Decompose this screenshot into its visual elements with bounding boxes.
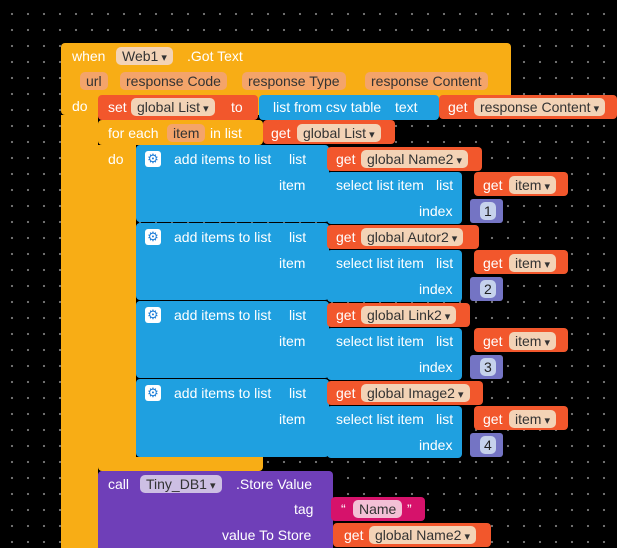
add-items-label: add items to list: [174, 385, 272, 401]
get-label: get: [483, 333, 503, 349]
add-items-to-list-block-1[interactable]: [136, 145, 329, 222]
item-label: item: [279, 333, 306, 349]
item-label: item: [279, 255, 306, 271]
index-value-3[interactable]: 3: [480, 358, 496, 376]
get-item-dropdown[interactable]: item: [509, 410, 557, 428]
index-value-4[interactable]: 4: [480, 436, 496, 454]
event-block-arm: [61, 115, 98, 548]
list-label: list: [289, 151, 307, 167]
get-label: get: [483, 177, 503, 193]
gear-icon[interactable]: ⚙: [145, 307, 161, 323]
get-global-link2-dropdown[interactable]: global Link2: [361, 306, 457, 324]
tag-label: tag: [294, 501, 314, 517]
select-list-item-label: select list item: [336, 411, 424, 427]
item-label: item: [279, 411, 306, 427]
to-label: to: [231, 99, 243, 115]
list-from-csv-label: list from csv table: [273, 99, 382, 115]
select-list-item-block-4[interactable]: [327, 406, 462, 458]
add-items-label: add items to list: [174, 229, 272, 245]
add-items-label: add items to list: [174, 307, 272, 323]
add-items-to-list-block-4[interactable]: [136, 379, 329, 457]
for-each-bottom: [98, 457, 263, 471]
call-label: call: [108, 476, 130, 492]
get-label: get: [344, 527, 364, 543]
select-list-item-block-2[interactable]: [327, 250, 462, 302]
param-response-code[interactable]: response Code: [120, 72, 227, 90]
list-label: list: [289, 307, 307, 323]
get-item-dropdown[interactable]: item: [509, 332, 557, 350]
get-global-image2-dropdown[interactable]: global Image2: [361, 384, 470, 402]
item-label: item: [279, 177, 306, 193]
gear-icon[interactable]: ⚙: [145, 151, 161, 167]
list-label: list: [436, 333, 454, 349]
in-list-label: in list: [210, 125, 242, 141]
get-item-dropdown[interactable]: item: [509, 176, 557, 194]
list-label: list: [436, 255, 454, 271]
select-list-item-label: select list item: [336, 255, 424, 271]
value-to-store-label: value To Store: [222, 527, 312, 543]
select-list-item-block-1[interactable]: [327, 172, 462, 224]
when-label: when: [72, 48, 106, 64]
get-label: get: [483, 411, 503, 427]
gear-icon[interactable]: ⚙: [145, 385, 161, 401]
get-global-autor2-dropdown[interactable]: global Autor2: [361, 228, 464, 246]
add-items-label: add items to list: [174, 151, 272, 167]
list-from-csv-block[interactable]: [259, 95, 439, 120]
get-label: get: [448, 99, 468, 115]
add-items-to-list-block-3[interactable]: [136, 301, 329, 378]
for-each-label: for each: [108, 125, 159, 141]
do-label: do: [108, 151, 124, 167]
get-global-name2-dropdown[interactable]: global Name2: [369, 526, 476, 544]
set-label: set: [108, 99, 127, 115]
select-list-item-label: select list item: [336, 177, 424, 193]
select-list-item-label: select list item: [336, 333, 424, 349]
component-dropdown-web1[interactable]: Web1: [116, 47, 173, 65]
text-label: text: [395, 99, 418, 115]
close-quote-icon: ”: [407, 501, 412, 517]
get-global-list-dropdown[interactable]: global List: [297, 124, 381, 142]
do-label: do: [72, 98, 88, 114]
list-label: list: [289, 385, 307, 401]
open-quote-icon: “: [341, 501, 346, 517]
store-value-method-label: .Store Value: [236, 476, 313, 492]
tinydb-component-dropdown[interactable]: Tiny_DB1: [140, 475, 222, 493]
param-response-content[interactable]: response Content: [365, 72, 488, 90]
set-variable-dropdown[interactable]: global List: [131, 98, 215, 116]
get-item-dropdown[interactable]: item: [509, 254, 557, 272]
index-label: index: [419, 203, 453, 219]
list-label: list: [289, 229, 307, 245]
index-label: index: [419, 437, 453, 453]
index-label: index: [419, 359, 453, 375]
list-label: list: [436, 411, 454, 427]
get-label: get: [336, 385, 356, 401]
index-value-1[interactable]: 1: [480, 202, 496, 220]
get-label: get: [336, 229, 356, 245]
index-value-2[interactable]: 2: [480, 280, 496, 298]
for-each-var-item[interactable]: item: [167, 124, 206, 142]
tag-text-value[interactable]: Name: [353, 500, 403, 518]
list-label: list: [436, 177, 454, 193]
param-url[interactable]: url: [80, 72, 108, 90]
index-label: index: [419, 281, 453, 297]
get-global-name2-dropdown[interactable]: global Name2: [361, 150, 468, 168]
get-label: get: [336, 307, 356, 323]
param-response-type[interactable]: response Type: [242, 72, 346, 90]
gear-icon[interactable]: ⚙: [145, 229, 161, 245]
get-label: get: [271, 125, 291, 141]
get-label: get: [336, 151, 356, 167]
add-items-to-list-block-2[interactable]: [136, 223, 329, 300]
get-label: get: [483, 255, 503, 271]
get-response-content-dropdown[interactable]: response Content: [474, 98, 606, 116]
event-name-label: .Got Text: [187, 48, 243, 64]
select-list-item-block-3[interactable]: [327, 328, 462, 380]
for-each-arm: [98, 145, 136, 457]
